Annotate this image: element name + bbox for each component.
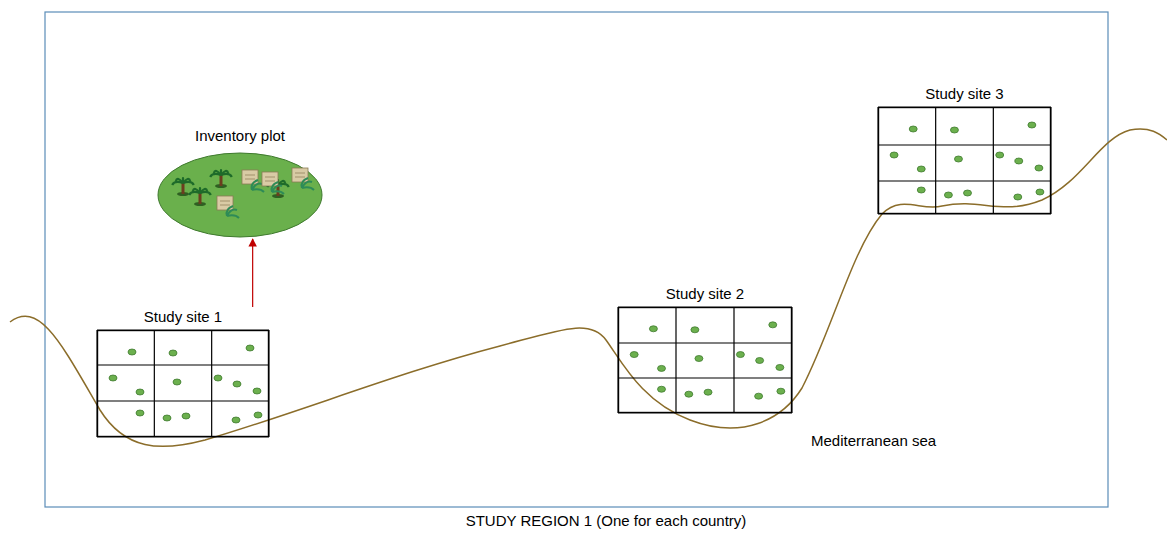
figure-caption: STUDY REGION 1 (One for each country) — [466, 512, 747, 530]
region-border — [45, 12, 1108, 507]
site-heading: Study site 2 — [618, 285, 792, 303]
plot-ellipse — [157, 152, 323, 238]
study-site-grid: Study site 2 — [618, 285, 792, 413]
grid-cells — [97, 330, 269, 437]
arrow-connector — [252, 239, 253, 307]
study-site-grid: Study site 1 — [97, 308, 269, 437]
inventory-plot: Inventory plot — [157, 127, 323, 238]
grid-cells — [618, 307, 792, 413]
grid-cells — [878, 107, 1051, 214]
site-heading: Study site 1 — [97, 308, 269, 326]
study-site-grid: Study site 3 — [878, 85, 1051, 214]
sea-label: Mediterranean sea — [811, 432, 936, 450]
site-heading: Inventory plot — [157, 127, 323, 145]
site-heading: Study site 3 — [878, 85, 1051, 103]
